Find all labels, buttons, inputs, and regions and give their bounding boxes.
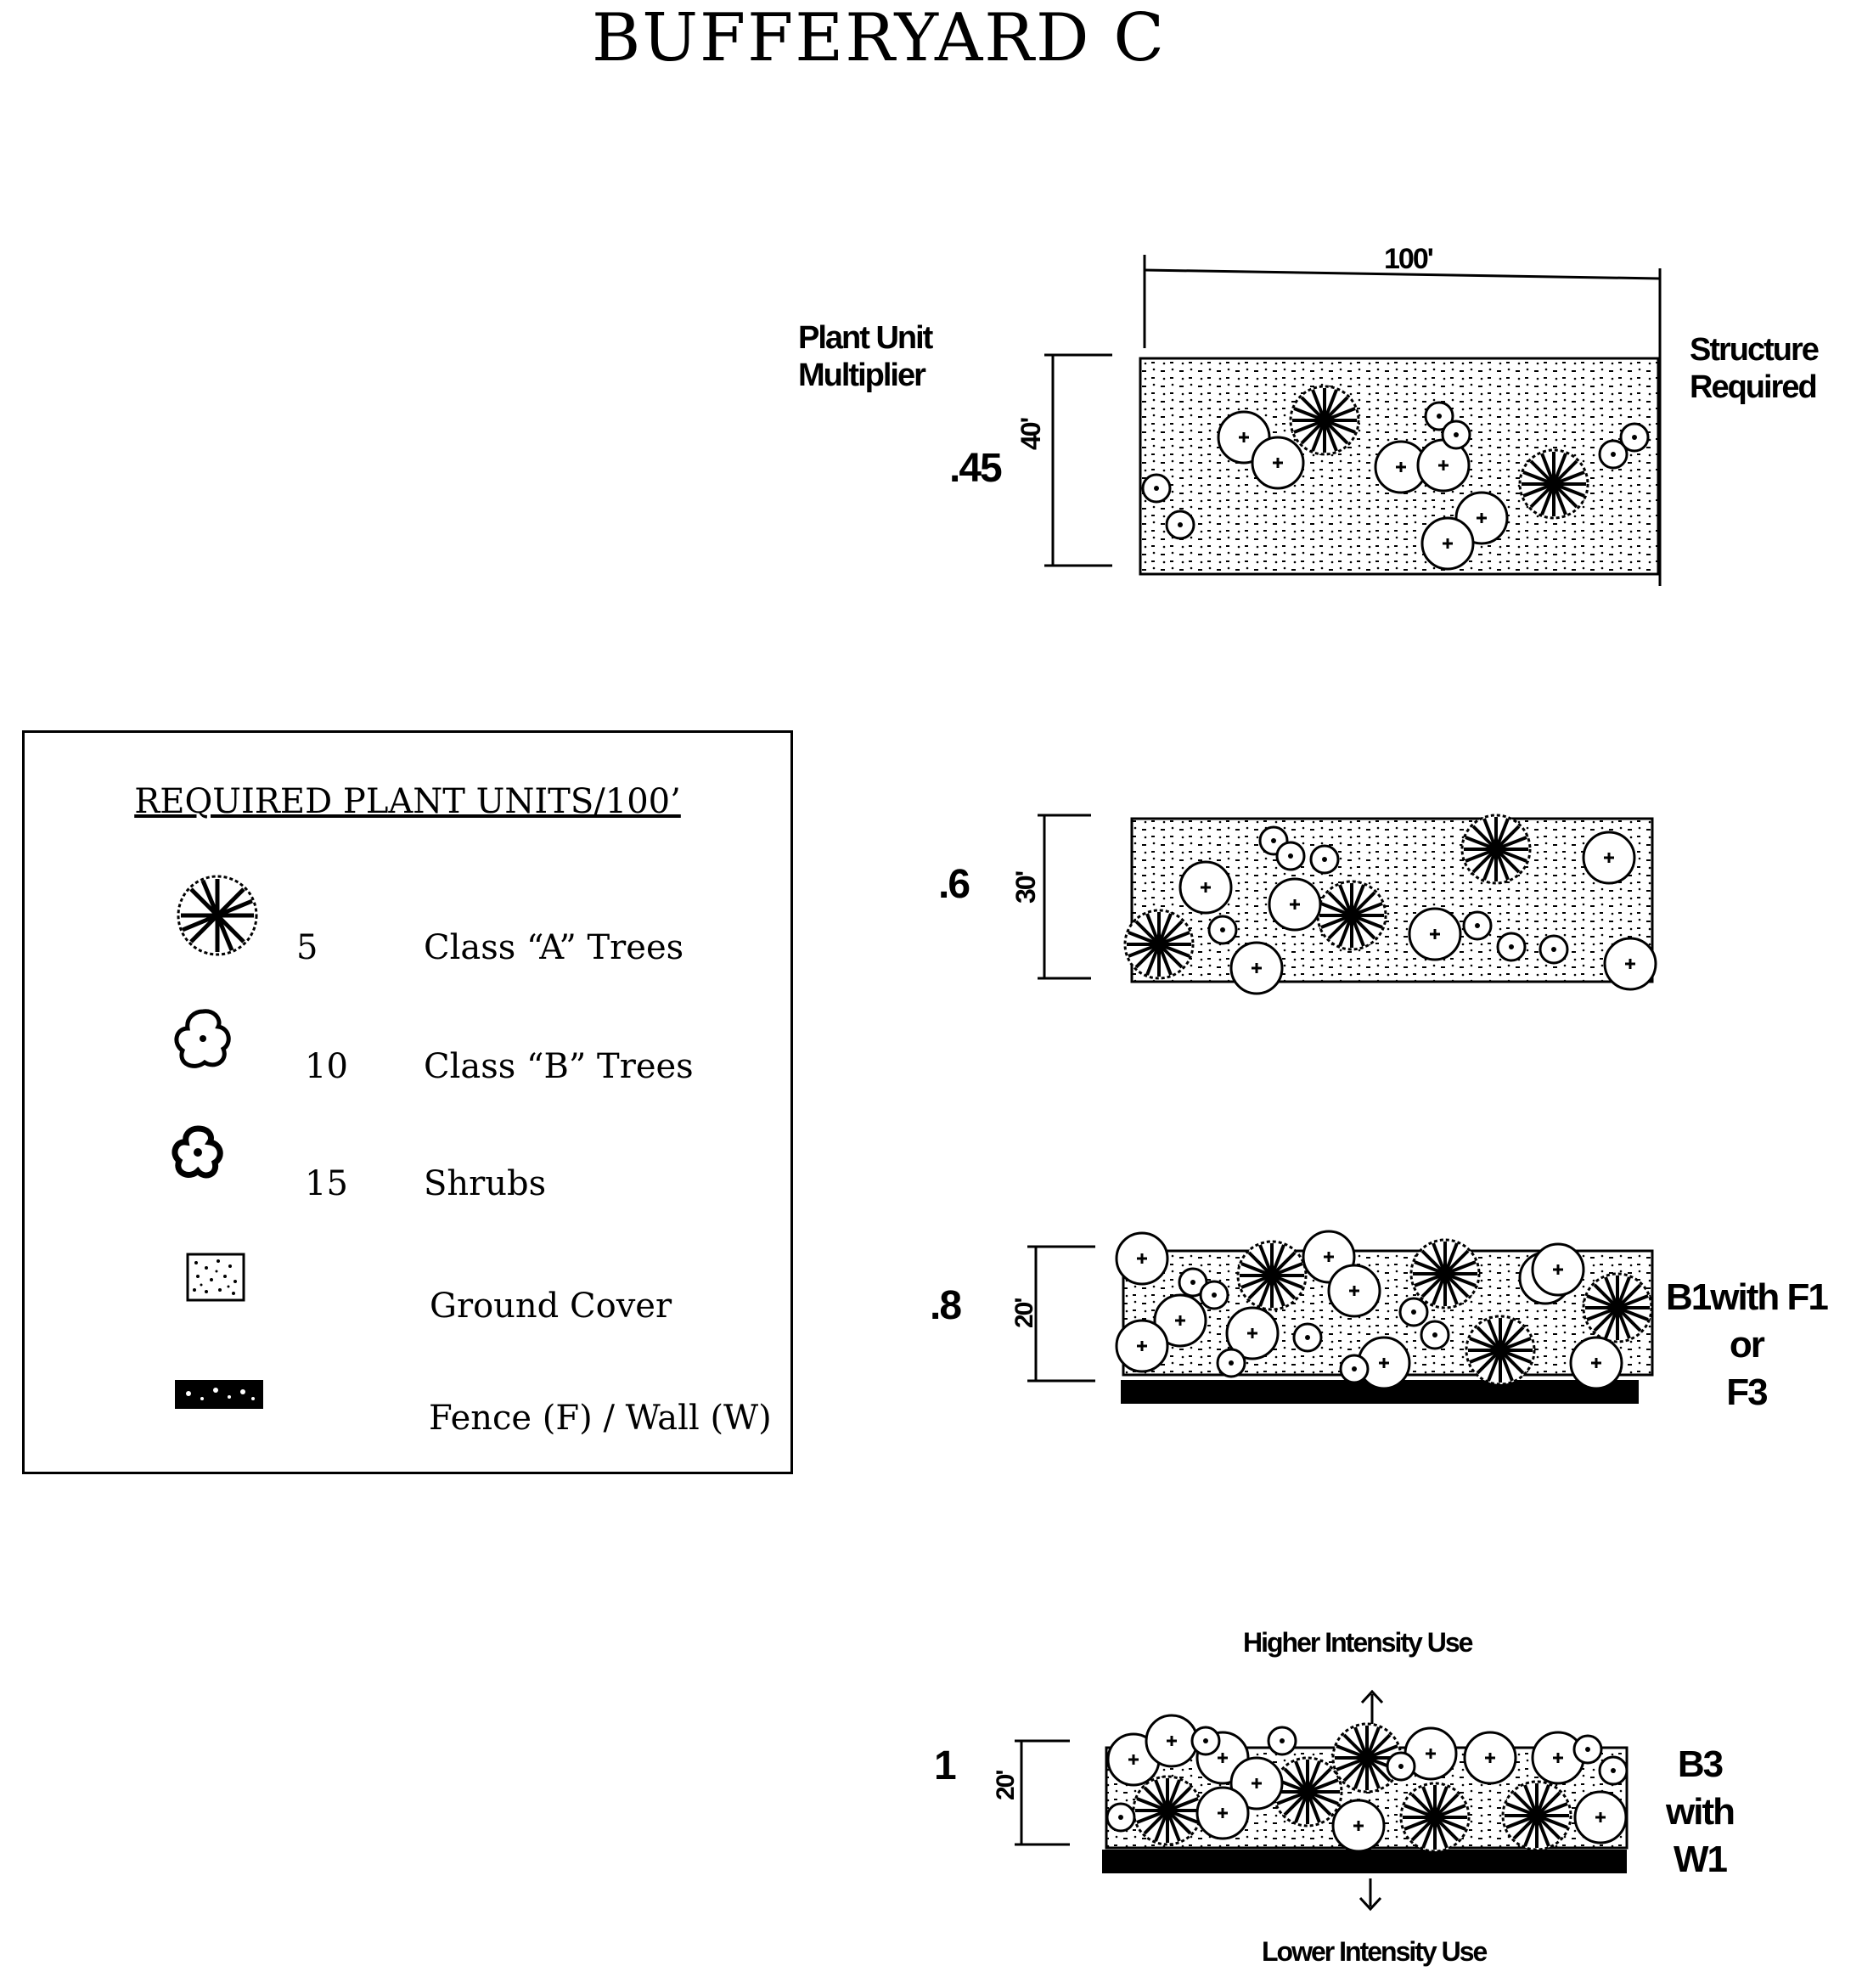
- multiplier-label-3: .8: [930, 1283, 962, 1328]
- multiplier-label-1: .45: [949, 446, 1003, 491]
- shrub-icon: [172, 1125, 223, 1179]
- multiplier-label-4: 1: [934, 1743, 957, 1788]
- bufferyard-diagram-1: [1044, 255, 1662, 586]
- page-title: BUFFERYARD C: [591, 0, 1167, 76]
- legend-label: Fence (F) / Wall (W): [429, 1399, 772, 1438]
- structure-required-header: Structure Required: [1690, 332, 1820, 405]
- class-b-tree-icon: [174, 1009, 231, 1068]
- legend-qty: 5: [296, 928, 318, 967]
- structure-label-3: B1with F1 or F3: [1666, 1276, 1829, 1413]
- plant-unit-multiplier-header: Plant Unit Multiplier: [798, 320, 933, 393]
- multiplier-label-2: .6: [938, 862, 970, 907]
- legend-qty: 10: [305, 1047, 348, 1086]
- legend-label: Class “A” Trees: [424, 928, 684, 967]
- structure-label-4: B3 with W1: [1666, 1743, 1735, 1880]
- bufferyard-diagram-4: [1015, 1689, 1629, 1912]
- legend-box: REQUIRED PLANT UNITS/100’ 5 Class “A” Tr…: [22, 730, 793, 1474]
- fence-wall-icon: [175, 1380, 263, 1409]
- width-label: 100': [1384, 243, 1434, 275]
- legend-label: Class “B” Trees: [424, 1047, 694, 1086]
- legend-label: Ground Cover: [430, 1287, 672, 1326]
- class-a-tree-icon: [177, 875, 258, 956]
- legend-label: Shrubs: [424, 1164, 547, 1203]
- bufferyard-diagram-3: [1027, 1230, 1654, 1404]
- legend-qty: 15: [305, 1164, 348, 1203]
- legend-heading: REQUIRED PLANT UNITS/100’: [134, 782, 681, 821]
- lower-intensity-note: Lower Intensity Use: [1262, 1936, 1488, 1967]
- ground-cover-icon: [186, 1253, 245, 1302]
- higher-intensity-note: Higher Intensity Use: [1243, 1627, 1473, 1658]
- bufferyard-diagram-2: [1038, 814, 1657, 995]
